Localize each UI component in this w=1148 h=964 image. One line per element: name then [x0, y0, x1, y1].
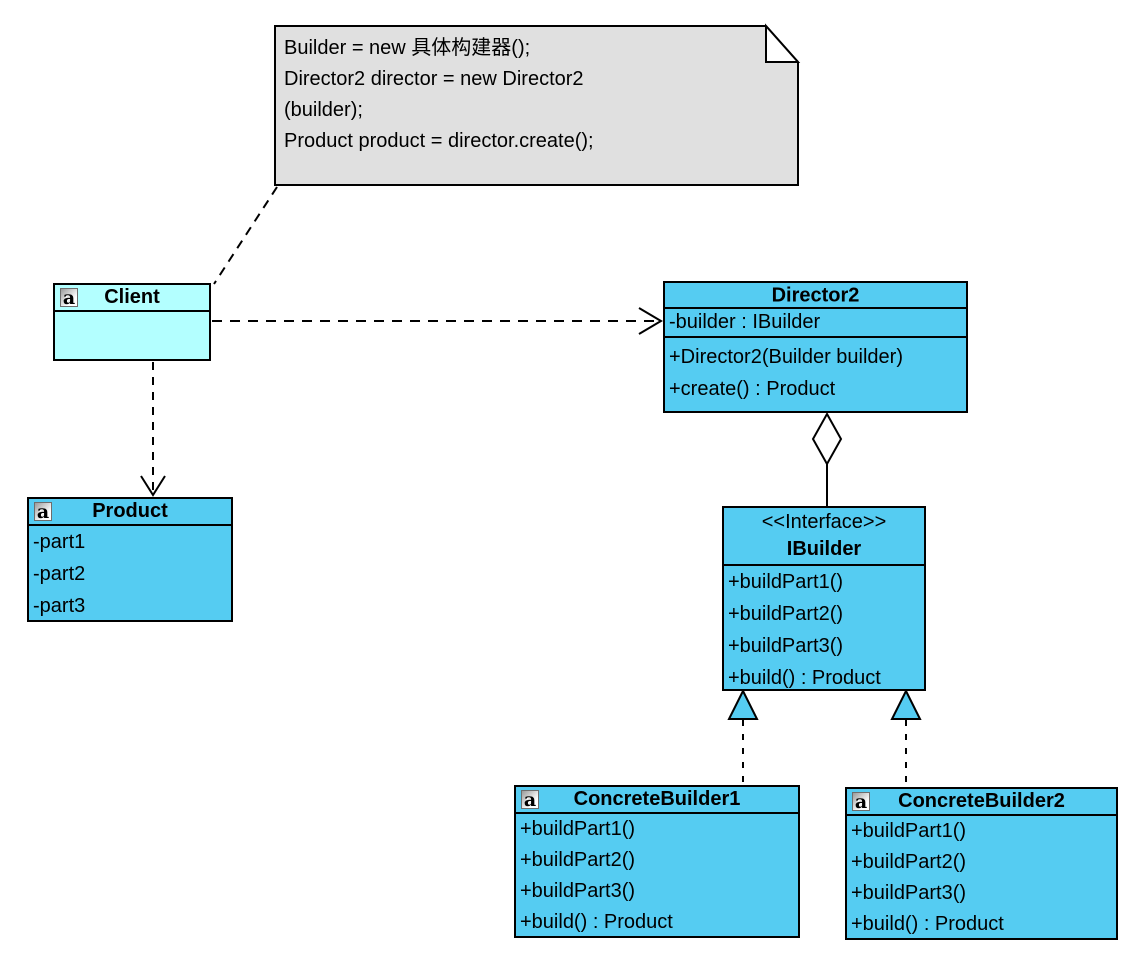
method-row: +buildPart1() [520, 818, 636, 840]
method-row: +build() : Product [728, 667, 881, 689]
note-line: Director2 director = new Director2 [284, 68, 584, 90]
method-row: +buildPart1() [728, 571, 844, 593]
method-row: +buildPart2() [728, 603, 844, 625]
method-row: +buildPart2() [520, 849, 636, 871]
method-row: +buildPart1() [851, 820, 967, 842]
attribute-row: -part3 [33, 595, 86, 617]
method-row: +build() : Product [851, 913, 1004, 935]
class-title: Product [92, 500, 168, 523]
class-title: IBuilder [786, 538, 862, 560]
method-row: +create() : Product [669, 378, 836, 400]
class-a-icon: a [521, 790, 539, 810]
class-title: Director2 [771, 284, 860, 307]
class-a-icon: a [60, 288, 78, 308]
attribute-row: -part1 [33, 531, 86, 553]
method-row: +buildPart3() [520, 880, 636, 902]
method-row: +build() : Product [520, 911, 673, 933]
open-arrowhead-right-icon [638, 307, 663, 335]
method-row: +buildPart3() [851, 882, 967, 904]
class-concretebuilder1[interactable]: a ConcreteBuilder1 +buildPart1() +buildP… [514, 785, 800, 938]
note-line: Builder = new 具体构建器(); [284, 37, 531, 59]
note-fold-corner [765, 23, 801, 63]
note-line: (builder); [284, 99, 363, 121]
interface-ibuilder[interactable]: <<Interface>> IBuilder +buildPart1() +bu… [722, 506, 926, 691]
class-title: ConcreteBuilder2 [898, 790, 1065, 813]
class-product[interactable]: a Product -part1 -part2 -part3 [27, 497, 233, 622]
open-arrowhead-down-icon [140, 475, 166, 497]
realization-triangle-icon [890, 688, 922, 720]
note-line: Product product = director.create(); [284, 130, 594, 152]
class-a-icon: a [852, 792, 870, 812]
realization-triangle-icon [727, 688, 759, 720]
note-anchor-line [213, 186, 278, 285]
uml-note[interactable]: Builder = new 具体构建器(); Director2 directo… [284, 33, 784, 157]
attribute-row: -builder : IBuilder [669, 311, 821, 333]
method-row: +buildPart2() [851, 851, 967, 873]
method-row: +Director2(Builder builder) [669, 346, 903, 368]
class-concretebuilder2[interactable]: a ConcreteBuilder2 +buildPart1() +buildP… [845, 787, 1118, 940]
class-title: Client [104, 286, 160, 309]
attribute-row: -part2 [33, 563, 86, 585]
stereotype-label: <<Interface>> [761, 511, 887, 533]
method-row: +buildPart3() [728, 635, 844, 657]
class-a-icon: a [34, 502, 52, 522]
class-title: ConcreteBuilder1 [573, 788, 741, 811]
note-shape[interactable] [274, 25, 799, 186]
class-director2[interactable]: Director2 -builder : IBuilder +Director2… [663, 281, 968, 413]
class-client[interactable]: a Client [53, 283, 211, 361]
aggregation-diamond-icon [811, 411, 843, 467]
empty-compartment [55, 312, 209, 359]
